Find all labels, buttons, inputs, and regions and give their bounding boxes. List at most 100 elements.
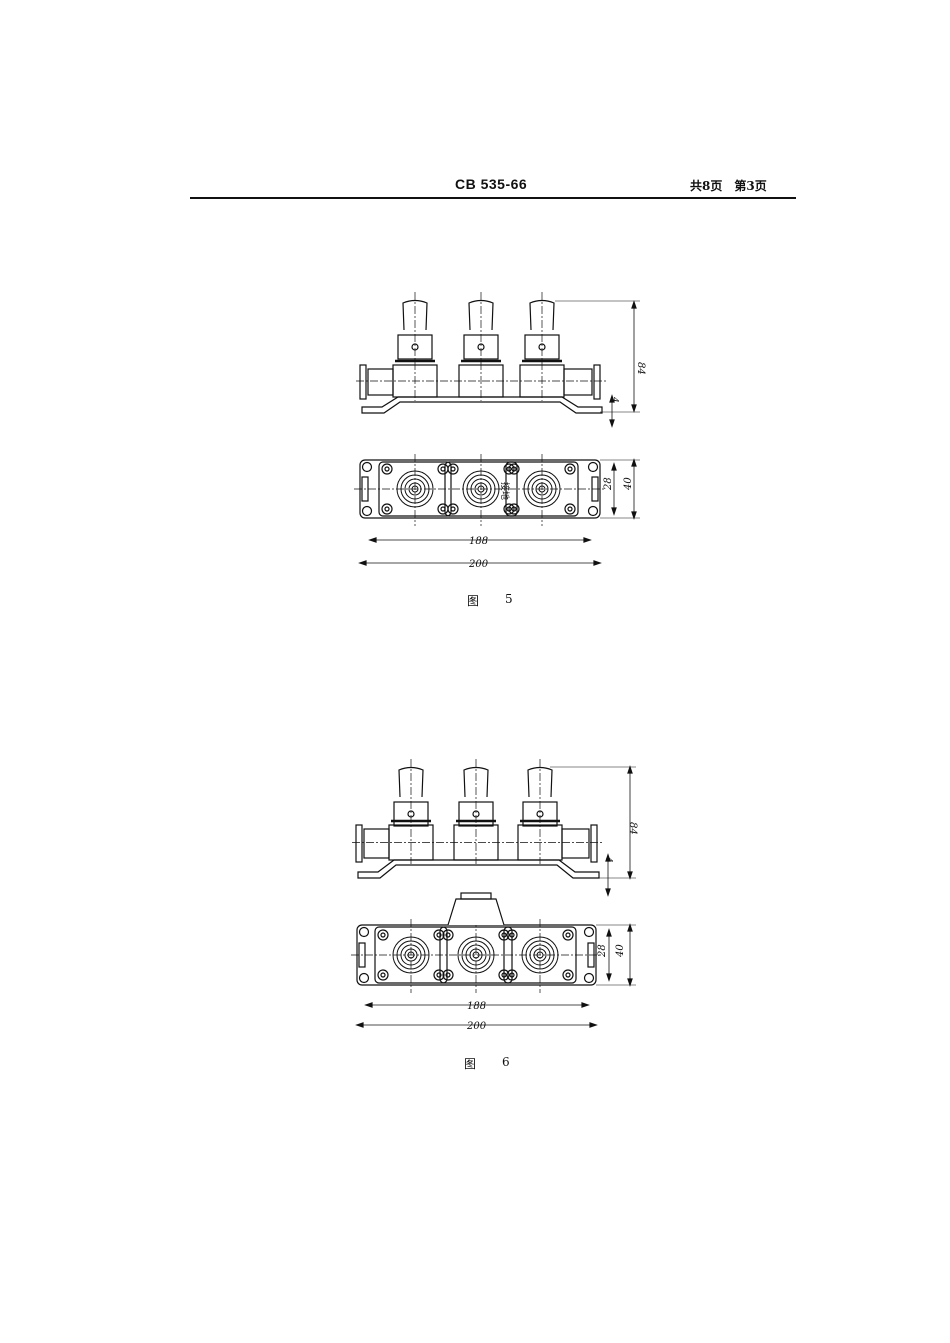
bolt-center: [445, 932, 451, 938]
bolt-center: [450, 506, 456, 512]
bolt-icon: [562, 969, 574, 981]
arrow: [631, 458, 637, 520]
bolt-center: [436, 972, 442, 978]
bolt-center: [509, 972, 515, 978]
fig6-dim-height: 84: [627, 822, 638, 835]
flange-right: [593, 364, 601, 400]
fig6-dim-200: 200: [466, 1021, 487, 1032]
side-gland-right: [587, 942, 595, 968]
bolt-icon: [433, 969, 445, 981]
side-gland-right: [561, 828, 590, 859]
arrow: [611, 462, 617, 516]
current-page: 第3页: [734, 179, 767, 193]
side-gland-left: [361, 476, 369, 502]
bolt-icon: [562, 929, 574, 941]
figure-6-drawing: [351, 759, 636, 1028]
center-tab: [447, 898, 505, 926]
bolt-icon: [508, 463, 520, 475]
bolt-center: [380, 932, 386, 938]
bolt-icon: [442, 969, 454, 981]
bolt-center: [509, 932, 515, 938]
bolt-icon: [506, 929, 518, 941]
center-tab-cap: [460, 892, 492, 900]
arrow: [631, 300, 637, 413]
arrow: [609, 394, 615, 428]
bolt-icon: [508, 503, 520, 515]
flange-right: [590, 824, 598, 863]
bolt-center: [436, 932, 442, 938]
bolt-icon: [377, 969, 389, 981]
fig5-dim-40: 40: [623, 477, 634, 491]
base-plate: [357, 859, 600, 879]
fig5-dim-200: 200: [468, 559, 489, 570]
mount-hole-icon: [358, 972, 370, 984]
arrow: [627, 923, 633, 987]
bolt-icon: [437, 503, 449, 515]
total-pages: 共8页: [690, 179, 723, 193]
bolt-icon: [447, 463, 459, 475]
bolt-center: [511, 506, 517, 512]
bolt-icon: [437, 463, 449, 475]
mount-hole-icon: [358, 926, 370, 938]
mount-hole-icon: [361, 461, 373, 473]
arrow: [355, 1022, 598, 1028]
bolt-center: [384, 506, 390, 512]
fig5-dim-28: 28: [603, 477, 614, 491]
arrow: [358, 560, 602, 566]
bolt-icon: [447, 503, 459, 515]
bolt-center: [384, 466, 390, 472]
side-gland-left: [358, 942, 366, 968]
connector-plug: [529, 299, 555, 331]
page-info: 共8页第3页: [690, 177, 779, 194]
side-gland-right: [591, 476, 599, 502]
connector-plug: [468, 299, 494, 331]
bolt-center: [567, 466, 573, 472]
mount-hole-icon: [587, 505, 599, 517]
bolt-icon: [503, 503, 515, 515]
mount-hole-icon: [583, 926, 595, 938]
bolt-icon: [506, 969, 518, 981]
bolt-center: [565, 972, 571, 978]
fig6-dim-40: 40: [615, 944, 626, 958]
bolt-center: [450, 466, 456, 472]
fig6-dim-188: 188: [467, 1001, 486, 1012]
arrow: [364, 1002, 590, 1008]
bolt-icon: [433, 929, 445, 941]
fig6-dim-28: 28: [597, 944, 608, 958]
flange-left: [359, 364, 367, 400]
connector-plug: [398, 766, 424, 798]
fig6-caption-number: 6: [502, 1055, 510, 1069]
fig5-caption-number: 5: [505, 592, 513, 606]
connector-plug: [527, 766, 553, 798]
flange-left: [355, 824, 363, 863]
bolt-icon: [381, 503, 393, 515]
bolt-center: [567, 506, 573, 512]
base-plate: [361, 396, 603, 414]
fig5-caption-prefix: 图: [467, 594, 480, 608]
standard-code: CB 535-66: [455, 176, 528, 192]
mount-hole-icon: [583, 972, 595, 984]
mount-hole-icon: [587, 461, 599, 473]
fig5-dim-base: 4: [609, 396, 619, 403]
fig5-dim-188: 188: [469, 536, 488, 547]
arrow: [627, 765, 633, 880]
fig5-dim-height: 84: [635, 362, 646, 375]
side-gland-left: [363, 828, 390, 859]
bolt-center: [565, 932, 571, 938]
bolt-center: [511, 466, 517, 472]
bolt-icon: [564, 463, 576, 475]
bolt-icon: [381, 463, 393, 475]
mount-hole-icon: [361, 505, 373, 517]
connector-plug: [402, 299, 428, 331]
bolt-icon: [564, 503, 576, 515]
arrow: [606, 928, 612, 982]
bolt-icon: [377, 929, 389, 941]
bolt-center: [445, 972, 451, 978]
side-gland-right: [563, 368, 593, 396]
arrow: [605, 853, 611, 897]
side-gland-left: [367, 368, 394, 396]
fig6-dim-base: 4: [603, 856, 613, 863]
arrow: [368, 537, 592, 543]
fig6-caption-prefix: 图: [464, 1057, 477, 1071]
